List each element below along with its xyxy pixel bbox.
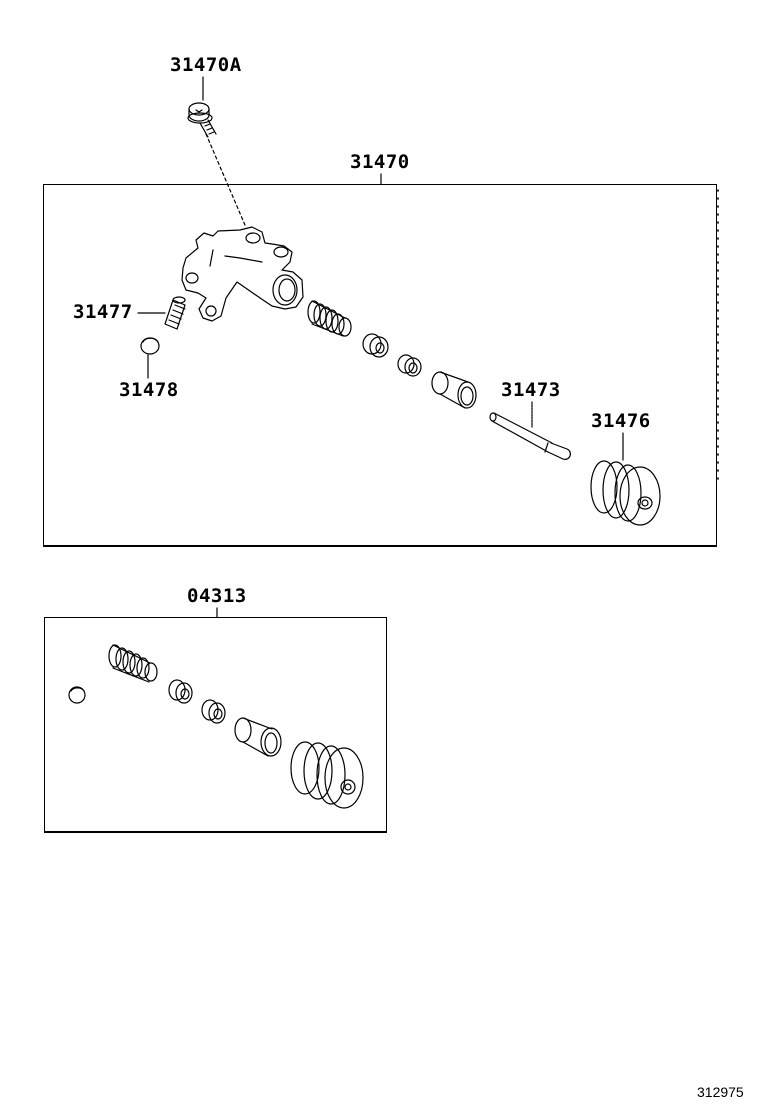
- release-cylinder-body-icon[interactable]: [181, 226, 304, 322]
- piston-icon[interactable]: [431, 371, 477, 409]
- part-label-31470A[interactable]: 31470A: [170, 54, 242, 76]
- kit-04313-frame: [44, 617, 387, 833]
- kit-piston-icon[interactable]: [234, 717, 282, 757]
- kit-piston-cup-1-icon[interactable]: [168, 679, 193, 704]
- part-label-04313[interactable]: 04313: [187, 585, 247, 607]
- part-label-31477[interactable]: 31477: [73, 301, 133, 323]
- leader-lines: [137, 76, 624, 618]
- assembly-31470-frame: [43, 184, 717, 547]
- bleeder-cap-31478-icon[interactable]: [140, 337, 160, 355]
- kit-boot-icon[interactable]: [290, 741, 364, 809]
- part-label-31478[interactable]: 31478: [119, 379, 179, 401]
- part-label-31473[interactable]: 31473: [501, 379, 561, 401]
- part-label-31476[interactable]: 31476: [591, 410, 651, 432]
- piston-cup-1-icon[interactable]: [362, 333, 389, 358]
- bolt-31470A-icon[interactable]: [187, 102, 217, 138]
- push-rod-31473-icon[interactable]: [489, 412, 571, 460]
- boot-31476-icon[interactable]: [590, 460, 661, 526]
- kit-plug-cap-icon[interactable]: [68, 686, 86, 704]
- bleeder-plug-31477-icon[interactable]: [164, 296, 186, 330]
- figure-id: 312975: [697, 1084, 744, 1100]
- kit-bellows-boot-icon[interactable]: [108, 644, 158, 683]
- kit-piston-cup-2-icon[interactable]: [201, 699, 226, 724]
- part-label-31470[interactable]: 31470: [350, 151, 410, 173]
- piston-cup-2-icon[interactable]: [397, 354, 422, 377]
- bellows-boot-icon[interactable]: [307, 300, 352, 337]
